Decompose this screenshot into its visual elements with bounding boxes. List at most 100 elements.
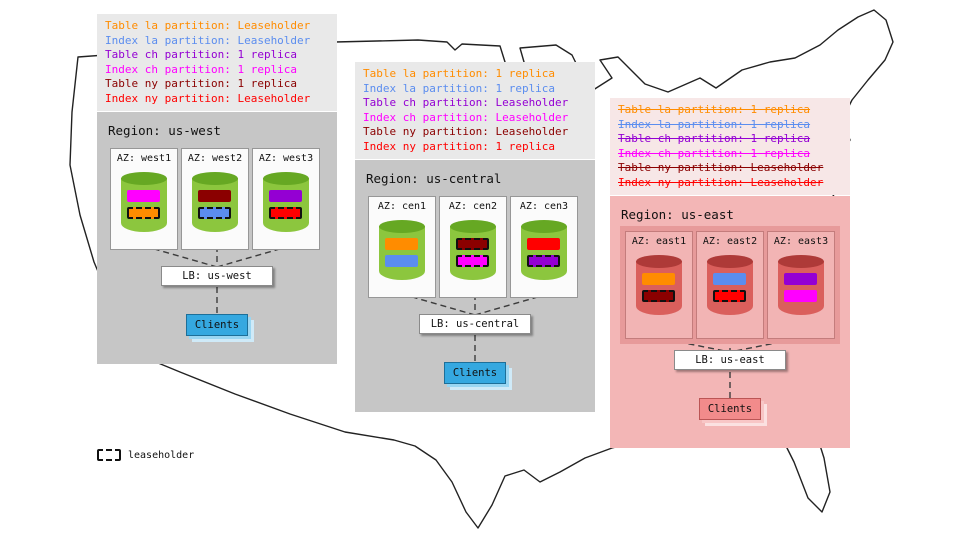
cylinder-top bbox=[521, 220, 567, 233]
az-box-east3: AZ: east3 bbox=[767, 231, 835, 339]
annotation-line: Index ch partition: Leaseholder bbox=[363, 110, 569, 124]
region-panel-us-west: Region: us-west AZ: west1 AZ: west2 bbox=[97, 112, 337, 364]
cylinder-top bbox=[450, 220, 496, 233]
partition-block bbox=[456, 238, 489, 250]
clients-box: Clients bbox=[699, 398, 761, 420]
partition-blocks bbox=[713, 273, 746, 302]
region-title: Region: us-west bbox=[108, 123, 221, 138]
database-cylinder bbox=[121, 172, 167, 232]
az-box-east1: AZ: east1 bbox=[625, 231, 693, 339]
az-box-west3: AZ: west3 bbox=[252, 148, 320, 250]
cylinder-top bbox=[778, 255, 824, 268]
az-group-box: AZ: east1 AZ: east2 AZ: bbox=[620, 226, 840, 344]
az-label: AZ: east2 bbox=[702, 236, 758, 247]
partition-block bbox=[527, 255, 560, 267]
lb-label: LB: us-west bbox=[182, 270, 252, 282]
az-box-west2: AZ: west2 bbox=[181, 148, 249, 250]
database-cylinder bbox=[636, 255, 682, 315]
partition-block bbox=[642, 273, 675, 285]
region-title: Region: us-central bbox=[366, 171, 502, 186]
partition-block bbox=[642, 290, 675, 302]
annotation-line: Index ch partition: 1 replica bbox=[105, 62, 298, 76]
cylinder-top bbox=[263, 172, 309, 185]
az-label: AZ: cen1 bbox=[377, 201, 427, 212]
clients-box: Clients bbox=[186, 314, 248, 336]
az-label: AZ: east1 bbox=[631, 236, 687, 247]
cylinder-top bbox=[121, 172, 167, 185]
partition-block bbox=[784, 290, 817, 302]
partition-block bbox=[456, 255, 489, 267]
az-row: AZ: cen1 AZ: cen2 AZ: ce bbox=[368, 196, 578, 298]
database-cylinder bbox=[778, 255, 824, 315]
database-cylinder bbox=[450, 220, 496, 280]
cylinder-top bbox=[192, 172, 238, 185]
annotation-line: Index ny partition: 1 replica bbox=[363, 139, 556, 153]
az-box-cen2: AZ: cen2 bbox=[439, 196, 507, 298]
region-panel-us-east: Region: us-east AZ: east1 AZ: east2 bbox=[610, 196, 850, 448]
partition-blocks bbox=[456, 238, 489, 267]
connector-lines bbox=[401, 293, 549, 363]
az-label: AZ: cen3 bbox=[519, 201, 569, 212]
partition-blocks bbox=[385, 238, 418, 267]
partition-block bbox=[269, 190, 302, 202]
az-box-cen1: AZ: cen1 bbox=[368, 196, 436, 298]
cylinder-body bbox=[379, 226, 425, 280]
partition-block bbox=[713, 273, 746, 285]
annotation-box-us-east: Table la partition: 1 replica Index la p… bbox=[610, 98, 850, 195]
legend: leaseholder bbox=[97, 449, 194, 461]
az-row: AZ: west1 AZ: west2 AZ: bbox=[110, 148, 320, 250]
annotation-line: Table la partition: 1 replica bbox=[363, 67, 556, 80]
annotation-line: Table la partition: 1 replica bbox=[618, 103, 811, 116]
lb-box: LB: us-east bbox=[674, 350, 786, 370]
annotation-line: Table ch partition: 1 replica bbox=[618, 132, 811, 145]
cylinder-body bbox=[192, 178, 238, 232]
annotation-line: Table ny partition: Leaseholder bbox=[618, 161, 824, 174]
database-cylinder bbox=[379, 220, 425, 280]
region-panel-us-central: Region: us-central AZ: cen1 AZ: cen2 bbox=[355, 160, 595, 412]
lb-box: LB: us-central bbox=[419, 314, 531, 334]
partition-block bbox=[385, 255, 418, 267]
annotation-line: Index la partition: Leaseholder bbox=[105, 33, 311, 47]
connector-lines bbox=[143, 245, 291, 315]
cylinder-body bbox=[121, 178, 167, 232]
partition-block bbox=[198, 207, 231, 219]
annotation-box-us-central: Table la partition: 1 replica Index la p… bbox=[355, 62, 595, 159]
cylinder-body bbox=[263, 178, 309, 232]
annotation-line: Table ch partition: Leaseholder bbox=[363, 96, 569, 109]
annotation-line: Table la partition: Leaseholder bbox=[105, 19, 311, 32]
annotation-line: Index ch partition: 1 replica bbox=[618, 146, 811, 160]
annotation-line: Index la partition: 1 replica bbox=[618, 117, 811, 131]
partition-blocks bbox=[198, 190, 231, 219]
az-label: AZ: west1 bbox=[116, 153, 172, 164]
clients-label: Clients bbox=[452, 367, 498, 379]
cylinder-body bbox=[707, 261, 753, 315]
partition-block bbox=[713, 290, 746, 302]
partition-block bbox=[527, 238, 560, 250]
az-label: AZ: west2 bbox=[187, 153, 243, 164]
az-label: AZ: cen2 bbox=[448, 201, 498, 212]
cylinder-body bbox=[450, 226, 496, 280]
annotation-line: Index ny partition: Leaseholder bbox=[105, 91, 311, 105]
partition-block bbox=[784, 273, 817, 285]
annotation-line: Table ch partition: 1 replica bbox=[105, 48, 298, 61]
annotation-line: Table ny partition: Leaseholder bbox=[363, 125, 569, 138]
cylinder-top bbox=[379, 220, 425, 233]
annotation-line: Table ny partition: 1 replica bbox=[105, 77, 298, 90]
partition-block bbox=[385, 238, 418, 250]
az-box-east2: AZ: east2 bbox=[696, 231, 764, 339]
annotation-line: Index ny partition: Leaseholder bbox=[618, 175, 824, 189]
az-label: AZ: west3 bbox=[258, 153, 314, 164]
partition-block bbox=[269, 207, 302, 219]
lb-box: LB: us-west bbox=[161, 266, 273, 286]
cylinder-body bbox=[636, 261, 682, 315]
partition-block bbox=[127, 190, 160, 202]
legend-label: leaseholder bbox=[128, 449, 195, 461]
az-box-west1: AZ: west1 bbox=[110, 148, 178, 250]
annotation-box-us-west: Table la partition: Leaseholder Index la… bbox=[97, 14, 337, 111]
clients-label: Clients bbox=[194, 319, 240, 331]
cylinder-body bbox=[778, 261, 824, 315]
clients-box: Clients bbox=[444, 362, 506, 384]
lb-label: LB: us-central bbox=[430, 318, 520, 330]
annotation-line: Index la partition: 1 replica bbox=[363, 81, 556, 95]
clients-label: Clients bbox=[707, 403, 753, 415]
